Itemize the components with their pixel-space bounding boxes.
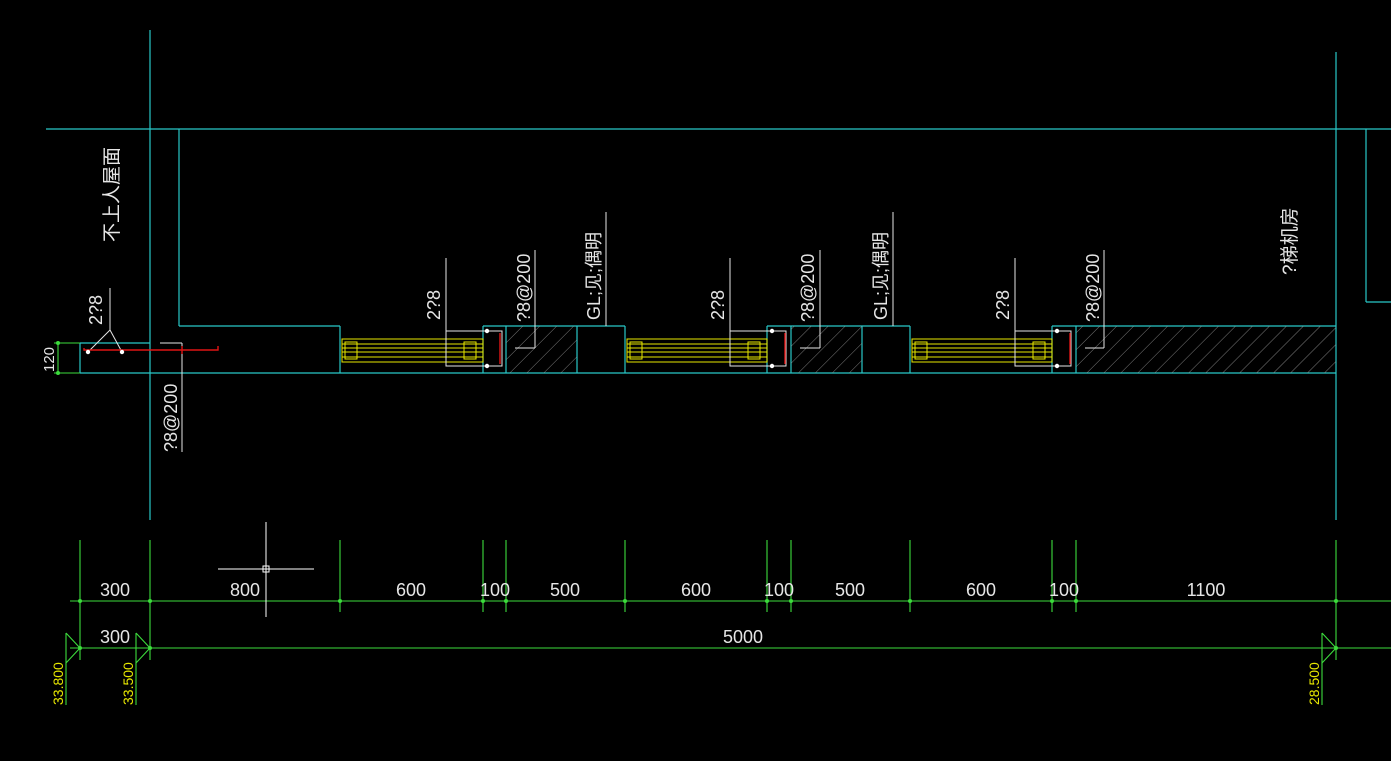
height-label-left: 120	[41, 347, 58, 372]
dim-text: 100	[1049, 580, 1079, 600]
elevation-label: 33.800	[50, 662, 66, 705]
window-2	[626, 338, 768, 363]
dim-text: 600	[966, 580, 996, 600]
dim-text: 600	[396, 580, 426, 600]
bar-label-2: 2?8	[708, 290, 728, 320]
dim-text: 300	[100, 580, 130, 600]
window-1	[341, 338, 484, 363]
stirrup-label-1: ?8@200	[514, 254, 534, 322]
stirrup-label-left: ?8@200	[161, 384, 181, 452]
window-3	[911, 338, 1053, 363]
parapet-rebar	[83, 346, 219, 355]
bar-label-1: 2?8	[424, 290, 444, 320]
dim-text: 500	[550, 580, 580, 600]
lintel-label-1: GL;见;偶明	[584, 232, 604, 320]
room-note: ?梯机房	[1279, 207, 1301, 275]
elevation-label: 33.500	[120, 662, 136, 705]
leader-lines	[87, 212, 1105, 452]
bar-label-3: 2?8	[993, 290, 1013, 320]
dim-text: 1100	[1187, 580, 1226, 600]
dimension-row-1: 300 800 600 100 500 600 100 500 600 100 …	[100, 580, 1225, 600]
lintel-details	[445, 328, 1072, 369]
stirrup-label-3: ?8@200	[1083, 254, 1103, 322]
dim-text: 800	[230, 580, 260, 600]
dim-text: 600	[681, 580, 711, 600]
dim-text: 5000	[723, 627, 763, 647]
dim-text: 500	[835, 580, 865, 600]
stirrup-label-2: ?8@200	[798, 254, 818, 322]
lintel-label-2: GL;见;偶明	[871, 232, 891, 320]
elevation-label: 28.500	[1306, 662, 1322, 705]
dim-text: 100	[480, 580, 510, 600]
dimension-row-2: 300 5000	[100, 627, 763, 647]
roof-note: 不上人屋面	[101, 147, 123, 242]
elevation-markers	[65, 632, 1337, 705]
crosshair-cursor-icon	[218, 522, 314, 617]
hatched-wall-blocks	[506, 326, 1336, 373]
dim-text: 300	[100, 627, 130, 647]
height-dimension	[54, 341, 80, 375]
dim-text: 100	[764, 580, 794, 600]
wall-outline	[46, 30, 1391, 520]
bar-label-left: 2?8	[86, 295, 106, 325]
